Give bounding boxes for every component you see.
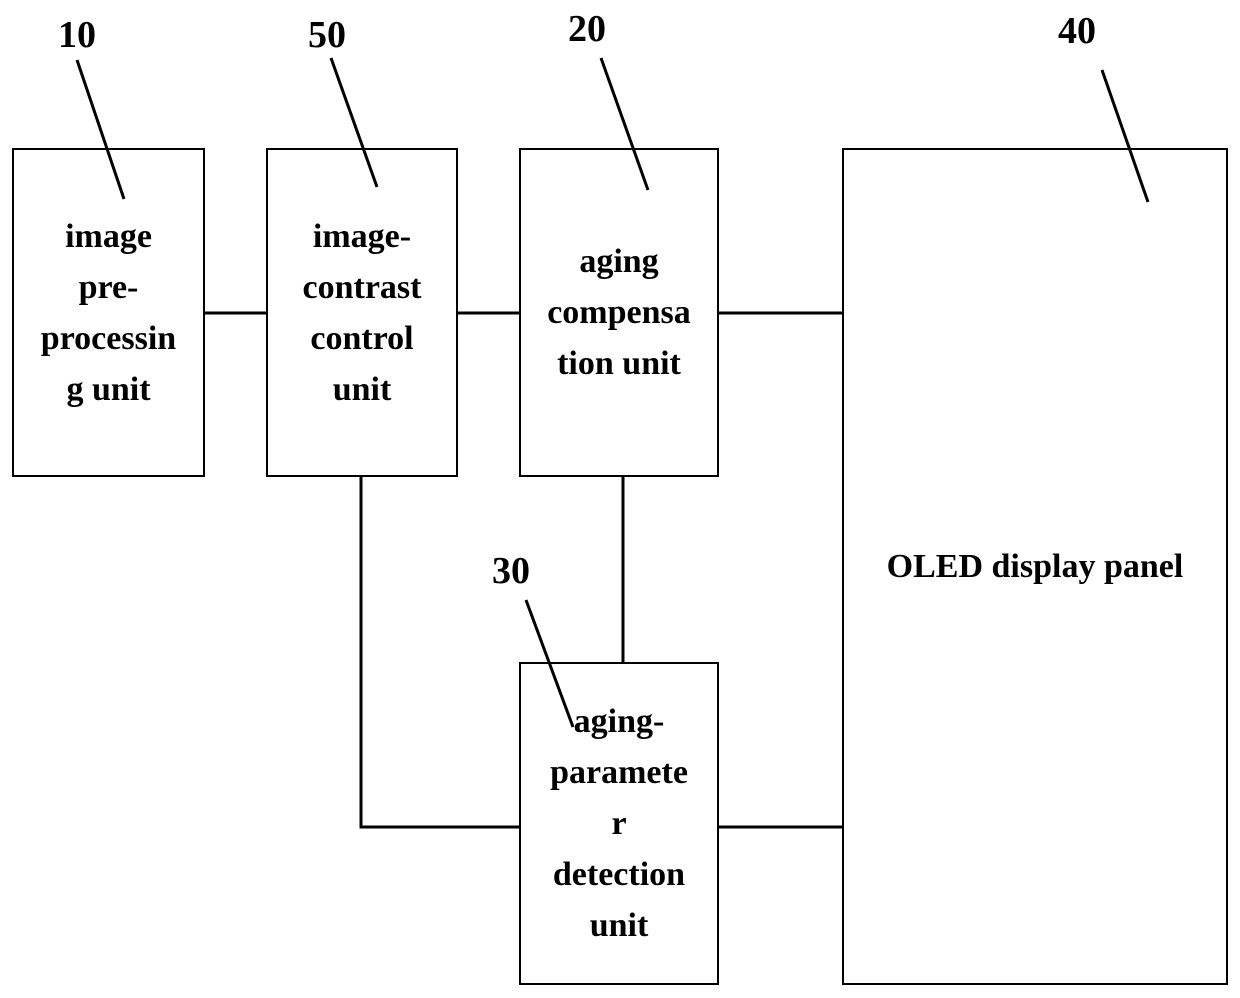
block-label-oled-display-panel: OLED display panel	[886, 547, 1184, 585]
block-aging-compensation-unit: aging compensa tion unit	[519, 148, 719, 477]
block-image-contrast-control-unit: image- contrast control unit	[266, 148, 458, 477]
block-label-aging-parameter-detection-unit: aging- paramete r detection unit	[550, 703, 688, 944]
conn-detection-to-contrast-feedback	[359, 477, 520, 829]
reference-numeral-10: 10	[58, 14, 96, 56]
reference-numeral-40: 40	[1058, 10, 1096, 52]
block-aging-parameter-detection-unit: aging- paramete r detection unit	[519, 662, 719, 985]
block-label-aging-compensation-unit: aging compensa tion unit	[547, 243, 691, 382]
block-label-image-contrast-control-unit: image- contrast control unit	[302, 217, 422, 408]
reference-numeral-30: 30	[492, 550, 530, 592]
block-label-image-pre-processing-unit: image pre- processin g unit	[40, 217, 177, 408]
reference-numeral-50: 50	[308, 14, 346, 56]
reference-numeral-20: 20	[568, 8, 606, 50]
block-image-pre-processing-unit: image pre- processin g unit	[12, 148, 205, 477]
block-oled-display-panel: OLED display panel	[842, 148, 1228, 985]
